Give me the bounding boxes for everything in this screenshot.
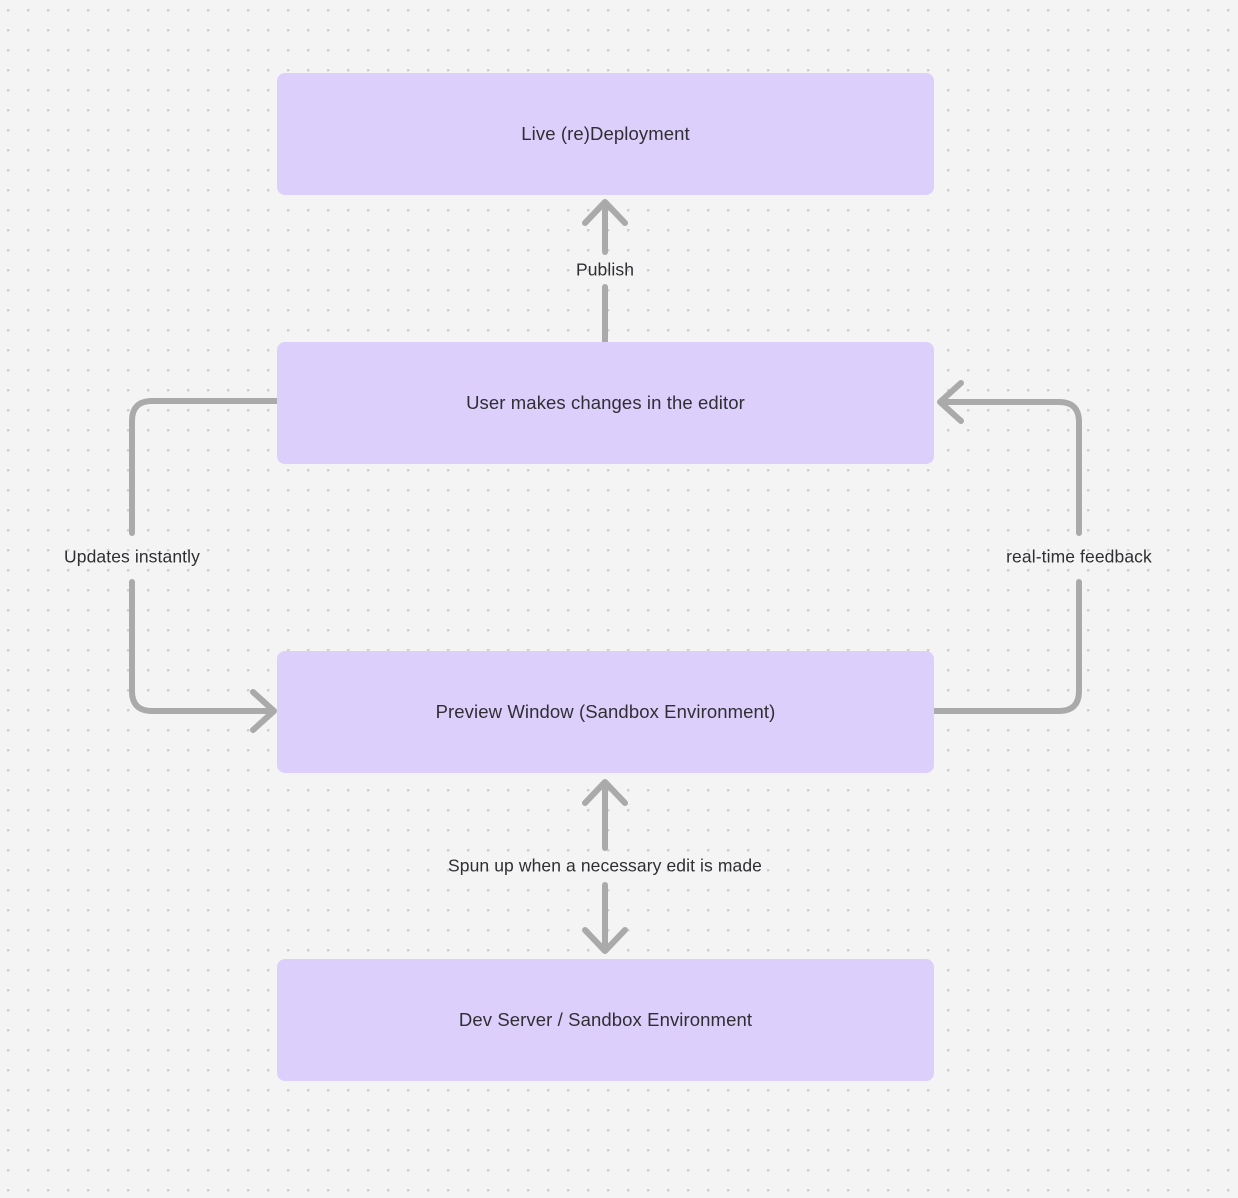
node-dev-server-label: Dev Server / Sandbox Environment [458, 1009, 753, 1030]
edge-updates-instantly-segment-upper [129, 398, 280, 536]
edge-label-spun-up: Spun up when a necessary edit is made [447, 855, 763, 876]
node-dev-server[interactable]: Dev Server / Sandbox Environment [277, 959, 934, 1081]
edge-real-time-feedback-segment-upper [940, 399, 1082, 536]
edge-publish-arrowhead [582, 199, 628, 226]
node-preview-window[interactable]: Preview Window (Sandbox Environment) [277, 651, 934, 773]
node-live-deployment-label: Live (re)Deployment [521, 123, 690, 144]
edge-label-publish: Publish [575, 259, 635, 280]
edge-spun-up-arrowhead-down [582, 927, 628, 954]
edge-real-time-feedback-arrowhead [937, 380, 964, 424]
edge-label-real-time-feedback: real-time feedback [1006, 546, 1152, 567]
node-preview-window-label: Preview Window (Sandbox Environment) [435, 701, 776, 722]
node-live-deployment[interactable]: Live (re)Deployment [277, 73, 934, 195]
edge-spun-up-arrowhead-up [582, 779, 628, 806]
edge-updates-instantly-arrowhead [250, 689, 277, 733]
edge-label-updates-instantly: Updates instantly [64, 546, 200, 567]
node-user-edits[interactable]: User makes changes in the editor [277, 342, 934, 464]
edge-real-time-feedback-segment-lower [931, 579, 1082, 714]
edge-updates-instantly-segment-lower [129, 579, 274, 714]
node-user-edits-label: User makes changes in the editor [466, 392, 745, 413]
